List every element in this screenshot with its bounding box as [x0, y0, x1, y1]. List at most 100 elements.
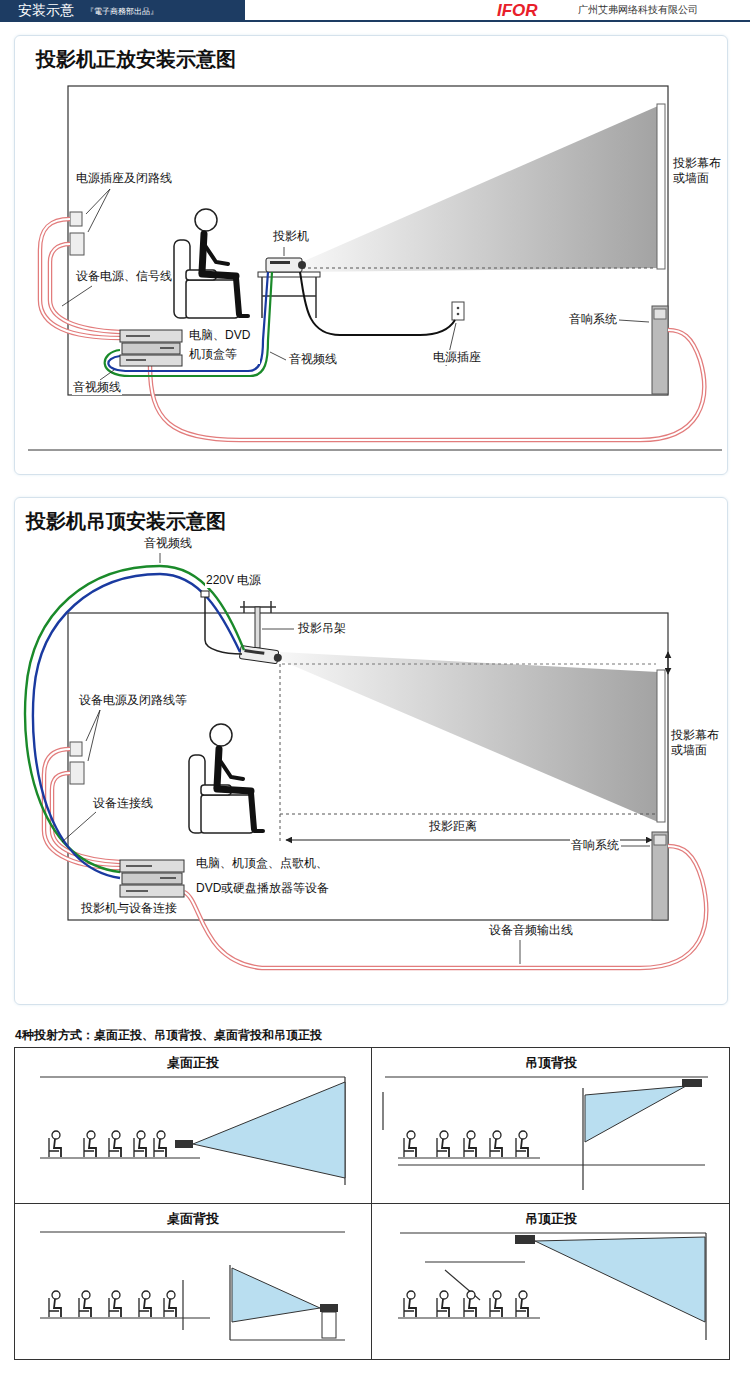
plug: [201, 591, 209, 597]
projector: [682, 1079, 702, 1087]
outlet-hole: [457, 313, 460, 316]
diagram-panel: 投影机正放安装示意图: [14, 35, 728, 475]
audience: [464, 1131, 476, 1157]
audience: [464, 1291, 476, 1317]
wall-socket: [70, 212, 82, 226]
callout-label: 音视频线: [288, 352, 338, 367]
callout-label: 音视频线: [72, 380, 122, 395]
callout-label: 设备电源、信号线: [75, 269, 173, 284]
projector: [266, 258, 302, 272]
panel-title: 投影机吊顶安装示意图: [26, 509, 226, 534]
screen: [657, 670, 665, 822]
audience: [490, 1131, 502, 1157]
speaker: [652, 306, 668, 394]
mode-cell: 桌面背投: [15, 1204, 372, 1359]
callout-label: 设备连接线: [92, 796, 154, 811]
projector-lens: [298, 261, 306, 269]
ceiling-scene: [25, 553, 706, 968]
header-bar: 安装示意 『電子商務部出品』 IFOR 广州艾弗网络科技有限公司: [0, 0, 750, 22]
height-arrow: [668, 652, 669, 674]
callout-label: 投影机: [272, 229, 310, 244]
screen: [657, 104, 665, 269]
callout-label: 电源插座及闭路线: [75, 171, 173, 186]
callout-label: 音响系统: [568, 312, 618, 327]
equipment-detail: [126, 866, 176, 891]
power-cord: [205, 597, 242, 654]
cable: [50, 244, 120, 332]
room-lines: [40, 1077, 345, 1185]
wall-socket: [70, 762, 84, 784]
leader-line: [62, 189, 649, 380]
audience: [437, 1291, 449, 1317]
floor-line: [28, 450, 722, 451]
cable: [52, 773, 120, 862]
cable: [52, 773, 120, 862]
wall-socket: [70, 233, 84, 255]
room-outline: [68, 86, 668, 395]
projection: [193, 1082, 345, 1178]
upright-scene: [28, 86, 722, 450]
audience: [164, 1291, 176, 1317]
header-title: 安装示意: [18, 2, 74, 20]
audience: [84, 1131, 96, 1157]
projector: [320, 1304, 338, 1312]
diagram-panel: 投影机吊顶安装示意图: [14, 497, 728, 1005]
callout-label: 投影幕布或墙面: [670, 728, 722, 758]
cell-heading: 桌面背投: [15, 1211, 371, 1227]
callout-label: 音视频线: [143, 536, 193, 551]
dashed-line: [280, 664, 281, 842]
four-modes: [40, 1077, 708, 1340]
audience: [404, 1291, 416, 1317]
light-cone: [280, 652, 658, 822]
audience: [139, 1291, 151, 1317]
projector-vent: [270, 261, 290, 264]
audience: [516, 1131, 528, 1157]
cable: [50, 244, 120, 332]
cell-heading: 桌面正投: [15, 1055, 371, 1071]
cell-heading: 吊顶正投: [372, 1211, 729, 1227]
speaker-top: [654, 309, 666, 319]
cell-heading: 吊顶背投: [372, 1055, 729, 1071]
projection: [535, 1237, 705, 1322]
mode-cell: 桌面正投: [15, 1048, 372, 1204]
company-name: 广州艾弗网络科技有限公司: [578, 4, 698, 17]
audience: [490, 1291, 502, 1317]
audience: [109, 1291, 121, 1317]
dashed-line: [302, 268, 656, 269]
dashed-line: [280, 814, 656, 815]
dashed-line: [282, 664, 656, 665]
callout-label: 投影吊架: [297, 621, 347, 636]
projector: [175, 1140, 193, 1148]
light-cone: [302, 106, 658, 272]
viewer: [189, 724, 263, 833]
callout-label: 电源插座: [432, 350, 482, 365]
room-outline: [68, 613, 668, 920]
mount-pole: [255, 607, 260, 648]
audience: [79, 1291, 91, 1317]
projector: [515, 1235, 535, 1244]
audience: [154, 1131, 166, 1157]
callout-label: 设备音频输出线: [488, 923, 574, 938]
projector-stand: [322, 1312, 336, 1338]
room-lines: [398, 1233, 706, 1340]
projection: [232, 1268, 320, 1322]
speaker-top: [654, 835, 666, 845]
speaker: [652, 832, 668, 920]
audience: [134, 1131, 146, 1157]
header-note: 『電子商務部出品』: [86, 7, 158, 17]
audience: [516, 1291, 528, 1317]
viewer: [174, 209, 248, 318]
callout-label: 投影距离: [428, 819, 478, 834]
callout-label: 电脑、DVD 机顶盒等: [188, 326, 260, 364]
leader-line: [62, 553, 650, 964]
callout-label: 投影幕布或墙面: [672, 156, 724, 186]
brand-logo: IFOR: [497, 0, 538, 21]
callout-label: 电脑、机顶盒、点歌机、DVD或硬盘播放器等设备: [195, 851, 337, 901]
wall-socket: [70, 742, 82, 756]
room-lines: [40, 1232, 345, 1340]
callout-label: 投影机与设备连接: [80, 901, 178, 916]
audience: [49, 1291, 61, 1317]
audience: [437, 1131, 449, 1157]
audience: [404, 1131, 416, 1157]
